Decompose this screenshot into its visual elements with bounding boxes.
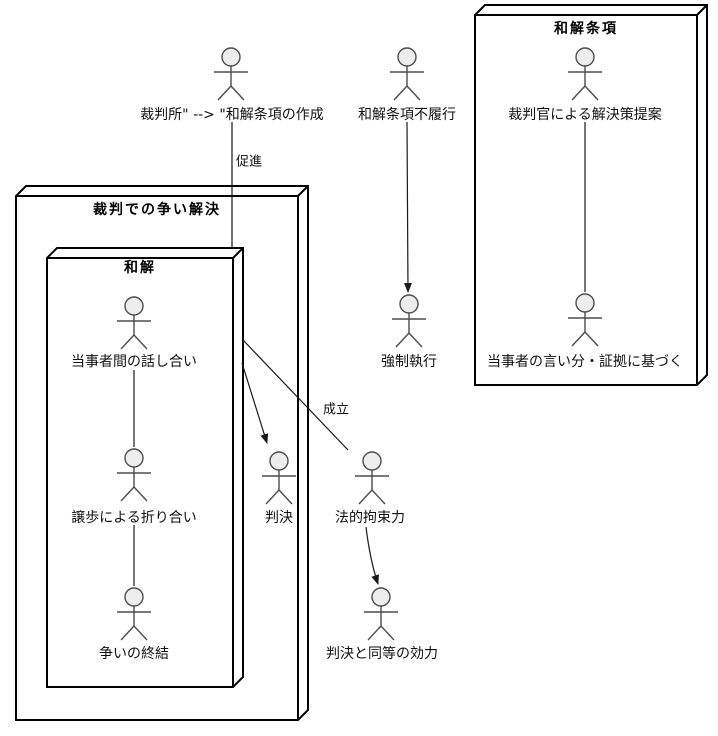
box-settlement-terms bbox=[474, 4, 708, 386]
actor-figure-based-on-claims-evidence bbox=[567, 293, 603, 347]
actor-figure-legal-binding-force bbox=[354, 451, 390, 505]
actor-label-enforcement: 強制執行 bbox=[381, 354, 437, 370]
actor-figure-same-effect-as-judgment bbox=[363, 587, 399, 641]
actor-figure-terms-breach bbox=[389, 47, 425, 101]
actor-label-dispute-end: 争いの終結 bbox=[99, 646, 169, 662]
edge-label-promote: 促進 bbox=[236, 154, 263, 170]
edge-settlement-to-judgment bbox=[241, 362, 269, 444]
actor-label-based-on-claims-evidence: 当事者の言い分・証拠に基づく bbox=[487, 354, 683, 370]
actor-figure-dispute-end bbox=[116, 587, 152, 641]
actor-figure-compromise bbox=[116, 448, 152, 502]
actor-label-judge-solution-proposal: 裁判官による解決策提案 bbox=[508, 107, 662, 123]
box-title-court-dispute-resolution: 裁判での争い解決 bbox=[93, 202, 221, 218]
actor-label-court-creates-terms: 裁判所" --> "和解条項の作成 bbox=[140, 107, 324, 123]
actor-figure-court-creates-terms bbox=[213, 47, 249, 101]
edge-binding-to-effect bbox=[365, 526, 379, 585]
actor-label-same-effect-as-judgment: 判決と同等の効力 bbox=[326, 646, 438, 662]
box-court-dispute-resolution bbox=[15, 185, 309, 721]
actor-figure-judge-solution-proposal bbox=[567, 47, 603, 101]
actor-label-party-discussion: 当事者間の話し合い bbox=[71, 354, 197, 370]
box-title-settlement-terms: 和解条項 bbox=[554, 21, 618, 37]
actor-figure-enforcement bbox=[391, 294, 427, 348]
box-title-settlement: 和解 bbox=[124, 260, 156, 276]
actor-label-terms-breach: 和解条項不履行 bbox=[358, 107, 456, 123]
actor-label-legal-binding-force: 法的拘束力 bbox=[335, 510, 405, 526]
edge-established-line bbox=[242, 339, 349, 451]
box-settlement bbox=[46, 247, 244, 688]
edge-breach-to-enforcement bbox=[403, 121, 412, 293]
edge-label-established: 成立 bbox=[323, 402, 350, 418]
actor-figure-party-discussion bbox=[116, 296, 152, 350]
actor-label-judgment: 判決 bbox=[265, 510, 293, 526]
actor-label-compromise: 譲歩による折り合い bbox=[71, 510, 197, 526]
actor-figure-judgment bbox=[261, 451, 297, 505]
